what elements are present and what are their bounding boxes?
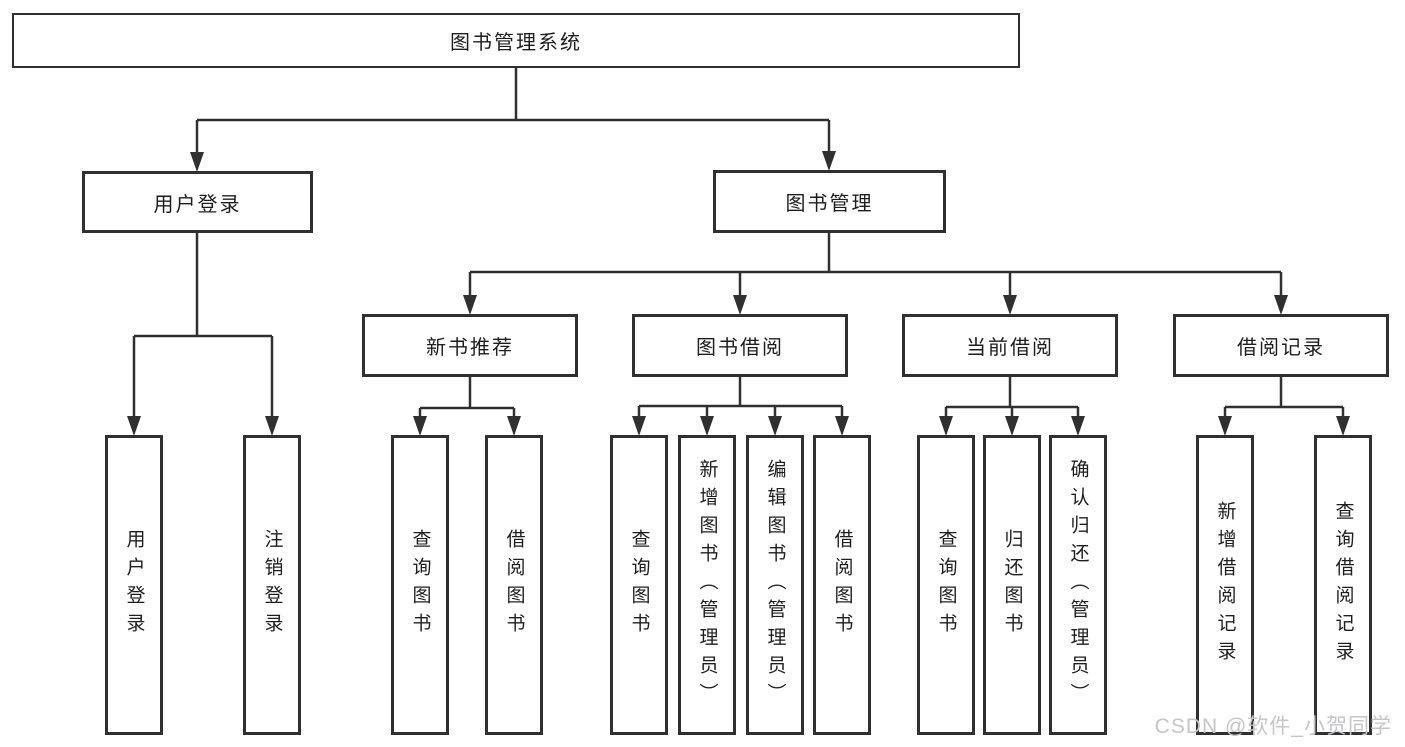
leaf-label: 用户登录: [123, 529, 145, 641]
leaf-query-borrow-record: 查询借阅记录: [1314, 435, 1372, 735]
leaf-confirm-return-admin: 确认归还（管理员）: [1049, 435, 1107, 735]
node-label: 新书推荐: [426, 337, 514, 359]
leaf-user-login: 用户登录: [105, 435, 163, 735]
leaf-label: 借阅图书: [503, 529, 525, 641]
leaf-label: 查询图书: [628, 529, 650, 641]
node-user-login: 用户登录: [82, 171, 313, 233]
leaf-query-books-borrowing: 查询图书: [610, 435, 668, 735]
node-label: 借阅记录: [1237, 337, 1325, 359]
node-label: 当前借阅: [966, 337, 1054, 359]
node-current-borrowing: 当前借阅: [902, 314, 1118, 377]
node-label: 用户登录: [153, 193, 242, 216]
leaf-label: 借阅图书: [831, 529, 853, 641]
leaf-query-books-current: 查询图书: [917, 435, 975, 735]
node-label: 图书借阅: [696, 337, 784, 359]
leaf-label: 确认归还（管理员）: [1067, 459, 1089, 711]
node-book-borrowing: 图书借阅: [632, 314, 848, 377]
leaf-label: 查询借阅记录: [1332, 501, 1354, 669]
node-new-book-recommend: 新书推荐: [362, 314, 578, 377]
leaf-label: 新增借阅记录: [1214, 501, 1236, 669]
leaf-query-books-recommend: 查询图书: [391, 435, 449, 735]
node-borrowing-records: 借阅记录: [1173, 314, 1389, 377]
leaf-return-books: 归还图书: [983, 435, 1041, 735]
leaf-label: 新增图书（管理员）: [696, 459, 718, 711]
leaf-borrow-books-recommend: 借阅图书: [485, 435, 543, 735]
node-library-management-system: 图书管理系统: [12, 13, 1020, 68]
leaf-label: 归还图书: [1001, 529, 1023, 641]
csdn-watermark: CSDN @软件_小贺同学: [1154, 715, 1392, 738]
node-label: 图书管理: [785, 193, 874, 215]
node-label: 图书管理系统: [450, 32, 582, 54]
leaf-add-borrow-record: 新增借阅记录: [1196, 435, 1254, 735]
leaf-label: 查询图书: [409, 529, 431, 641]
leaf-logout: 注销登录: [243, 435, 301, 735]
leaf-borrow-books: 借阅图书: [813, 435, 871, 735]
leaf-add-books-admin: 新增图书（管理员）: [678, 435, 736, 735]
leaf-label: 注销登录: [261, 529, 283, 641]
leaf-edit-books-admin: 编辑图书（管理员）: [746, 435, 804, 735]
leaf-label: 编辑图书（管理员）: [764, 459, 786, 711]
leaf-label: 查询图书: [935, 529, 957, 641]
node-book-management: 图书管理: [713, 170, 946, 233]
